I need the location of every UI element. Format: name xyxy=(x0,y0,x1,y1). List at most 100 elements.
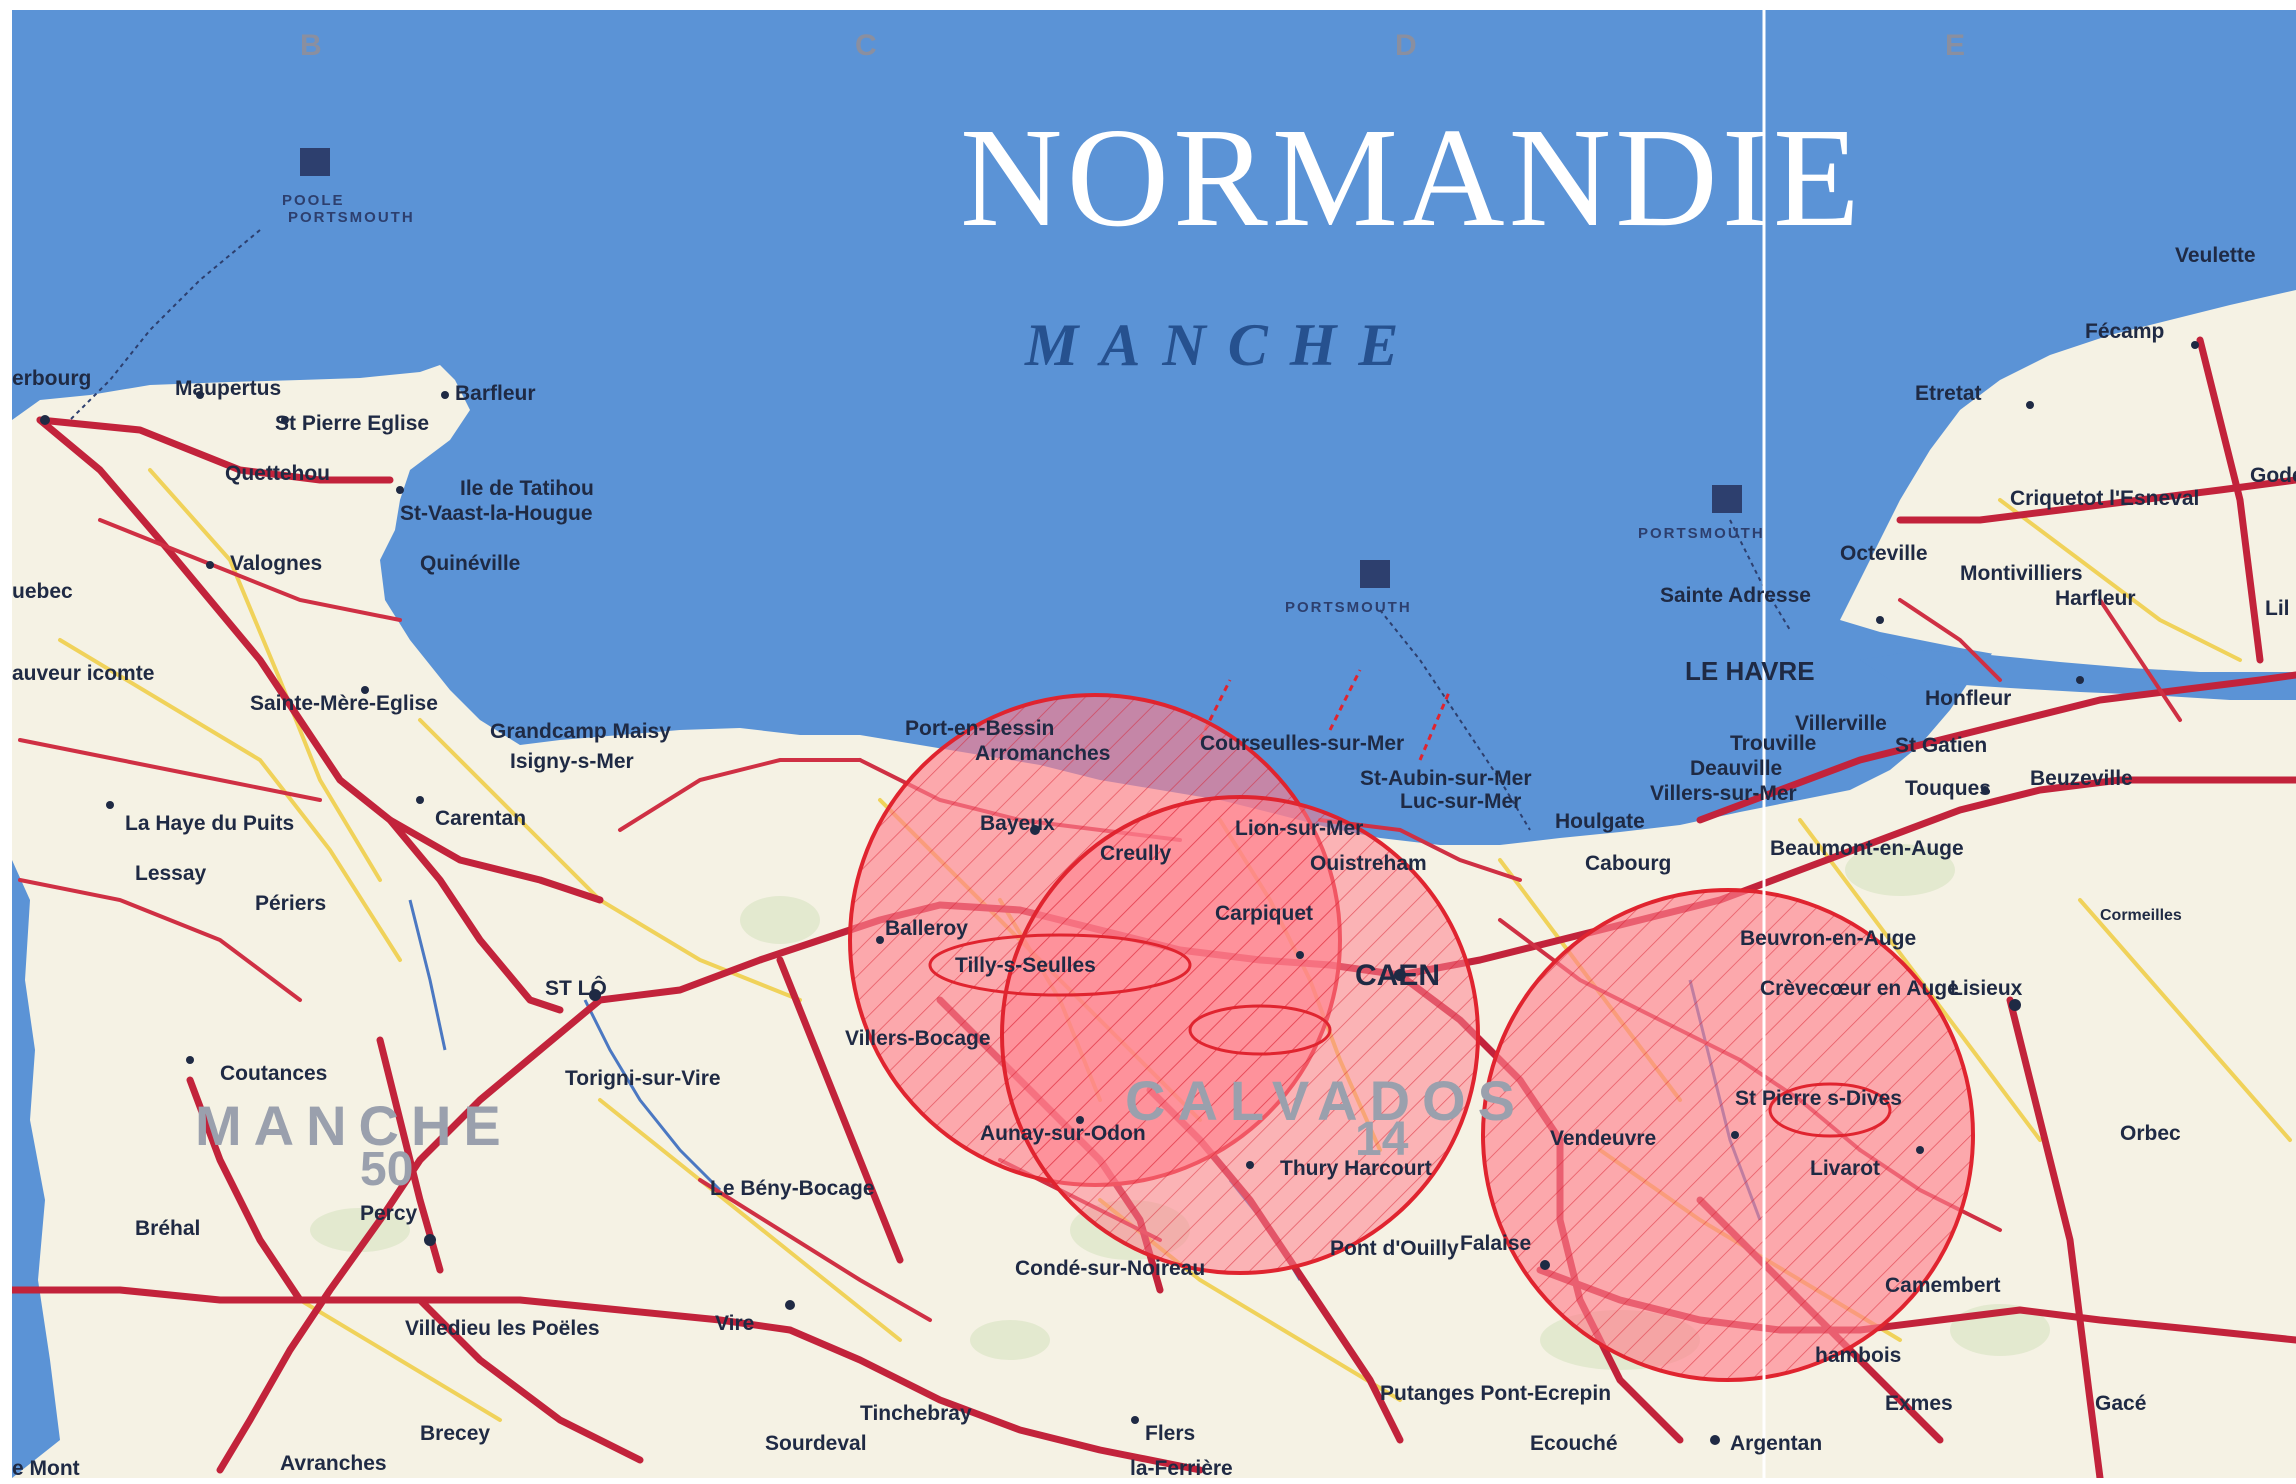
town-villers-mer: Villers-sur-Mer xyxy=(1650,782,1797,805)
town-aunay: Aunay-sur-Odon xyxy=(980,1122,1146,1145)
town-st-aubin: St-Aubin-sur-Mer xyxy=(1360,767,1532,790)
town-villers-bocage: Villers-Bocage xyxy=(845,1027,991,1050)
town-beuzeville: Beuzeville xyxy=(2030,767,2133,790)
town-putanges: Putanges Pont-Ecrepin xyxy=(1380,1382,1611,1405)
town-trouville: Trouville xyxy=(1730,732,1816,755)
town-falaise: Falaise xyxy=(1460,1232,1531,1255)
ferry-routes xyxy=(69,229,1791,831)
svg-text:PORTSMOUTH: PORTSMOUTH xyxy=(288,209,415,226)
town-courseulles: Courseulles-sur-Mer xyxy=(1200,732,1404,755)
town-ouistreham: Ouistreham xyxy=(1310,852,1427,875)
map-title: NORMANDIE xyxy=(960,98,1864,256)
town-la-ferriere: la-Ferrière xyxy=(1130,1457,1233,1480)
town-tinchebray: Tinchebray xyxy=(860,1402,972,1425)
town-pont-ouilly: Pont d'Ouilly xyxy=(1330,1237,1459,1260)
town-brehal: Bréhal xyxy=(135,1217,200,1240)
town-orbec: Orbec xyxy=(2120,1122,2181,1145)
town-carpiquet: Carpiquet xyxy=(1215,902,1313,925)
town-torigni: Torigni-sur-Vire xyxy=(565,1067,721,1090)
department-calvados-name: CALVADOS xyxy=(1125,1069,1527,1132)
town-barfleur: Barfleur xyxy=(455,382,536,405)
town-harfleur: Harfleur xyxy=(2055,587,2136,610)
town-touques: Touques xyxy=(1905,777,1991,800)
town-octeville: Octeville xyxy=(1840,542,1928,565)
town-grandcamp: Grandcamp Maisy xyxy=(490,720,671,743)
ferry-port-le-havre: PORTSMOUTH xyxy=(1638,485,1765,542)
town-caen: CAEN xyxy=(1355,959,1440,992)
town-beuvron: Beuvron-en-Auge xyxy=(1740,927,1916,950)
ferry-icon xyxy=(1712,485,1742,513)
town-maupertus: Maupertus xyxy=(175,377,281,400)
town-quettehou: Quettehou xyxy=(225,462,330,485)
zone-dives-outline xyxy=(1768,1082,1892,1138)
grid-letter-b: B xyxy=(300,29,322,62)
town-st-vaast: St-Vaast-la-Hougue xyxy=(400,502,593,525)
town-veulettes: Veulette xyxy=(2175,244,2256,267)
grid-letter-e: E xyxy=(1945,29,1965,62)
town-cherbourg: erbourg xyxy=(12,367,91,390)
town-quebec: uebec xyxy=(12,580,73,603)
town-cormeilles: Cormeilles xyxy=(2100,907,2182,924)
town-port-en-bessin: Port-en-Bessin xyxy=(905,717,1054,740)
town-etretat: Etretat xyxy=(1915,382,1982,405)
town-lillebonne: Lil xyxy=(2265,597,2290,620)
town-sainte-adresse: Sainte Adresse xyxy=(1660,584,1811,607)
town-conde: Condé-sur-Noireau xyxy=(1015,1257,1205,1280)
town-st-pierre-dives: St Pierre s-Dives xyxy=(1735,1087,1902,1110)
town-houlgate: Houlgate xyxy=(1555,810,1645,833)
town-tilly: Tilly-s-Seulles xyxy=(955,954,1096,977)
town-exmes: Exmes xyxy=(1885,1392,1953,1415)
town-le-havre: LE HAVRE xyxy=(1685,656,1815,686)
town-la-haye: La Haye du Puits xyxy=(125,812,294,835)
ferry-icon xyxy=(300,148,330,176)
town-labels: erbourg Maupertus Barfleur St Pierre Egl… xyxy=(12,244,2296,1480)
town-st-lo: ST LÔ xyxy=(545,976,607,1000)
grid-letter-c: C xyxy=(855,29,877,62)
department-manche-number: 50 xyxy=(360,1143,413,1196)
town-st-pierre-eglise: St Pierre Eglise xyxy=(275,412,429,435)
ferry-port-caen: PORTSMOUTH xyxy=(1285,560,1410,616)
town-bayeux: Bayeux xyxy=(980,812,1055,835)
town-sourdeval: Sourdeval xyxy=(765,1432,867,1455)
town-criquetot: Criquetot l'Esneval xyxy=(2010,487,2199,510)
town-cabourg: Cabourg xyxy=(1585,852,1671,875)
sea-west-gulf xyxy=(12,860,60,1478)
town-honfleur: Honfleur xyxy=(1925,687,2011,710)
svg-text:POOLE: POOLE xyxy=(282,192,345,209)
town-villerville: Villerville xyxy=(1795,712,1887,735)
town-st-gatien: St Gatien xyxy=(1895,734,1987,757)
town-villedieu: Villedieu les Poëles xyxy=(405,1317,600,1340)
town-lion: Lion-sur-Mer xyxy=(1235,817,1363,840)
town-luc: Luc-sur-Mer xyxy=(1400,790,1521,813)
town-brecey: Brecey xyxy=(420,1422,490,1445)
town-beaumont: Beaumont-en-Auge xyxy=(1770,837,1964,860)
town-carentan: Carentan xyxy=(435,807,526,830)
highlight-zones xyxy=(848,693,1975,1382)
town-sauveur: auveur icomte xyxy=(12,662,154,685)
town-flers: Flers xyxy=(1145,1422,1195,1445)
town-argentan: Argentan xyxy=(1730,1432,1822,1455)
town-quineville: Quinéville xyxy=(420,552,520,575)
land-pays-de-caux xyxy=(1840,290,2296,690)
town-coutances: Coutances xyxy=(220,1062,327,1085)
town-balleroy: Balleroy xyxy=(885,917,968,940)
town-valognes: Valognes xyxy=(230,552,322,575)
town-goderville: Gode xyxy=(2250,464,2296,487)
grid-letter-d: D xyxy=(1395,29,1417,62)
town-livarot: Livarot xyxy=(1810,1157,1880,1180)
town-thury: Thury Harcourt xyxy=(1280,1157,1432,1180)
svg-text:PORTSMOUTH: PORTSMOUTH xyxy=(1638,525,1765,542)
town-vendeuvre: Vendeuvre xyxy=(1550,1127,1656,1150)
town-isigny: Isigny-s-Mer xyxy=(510,750,634,773)
town-vire: Vire xyxy=(715,1312,754,1335)
sea-label: MANCHE xyxy=(1024,312,1420,378)
town-lessay: Lessay xyxy=(135,862,207,885)
town-le-beny: Le Bény-Bocage xyxy=(710,1177,875,1200)
town-ste-mere: Sainte-Mère-Eglise xyxy=(250,692,438,715)
town-deauville: Deauville xyxy=(1690,757,1782,780)
town-fecamp: Fécamp xyxy=(2085,320,2164,343)
town-ecouche: Ecouché xyxy=(1530,1432,1618,1455)
town-le-mont: e Mont xyxy=(12,1457,80,1480)
town-gace: Gacé xyxy=(2095,1392,2146,1415)
